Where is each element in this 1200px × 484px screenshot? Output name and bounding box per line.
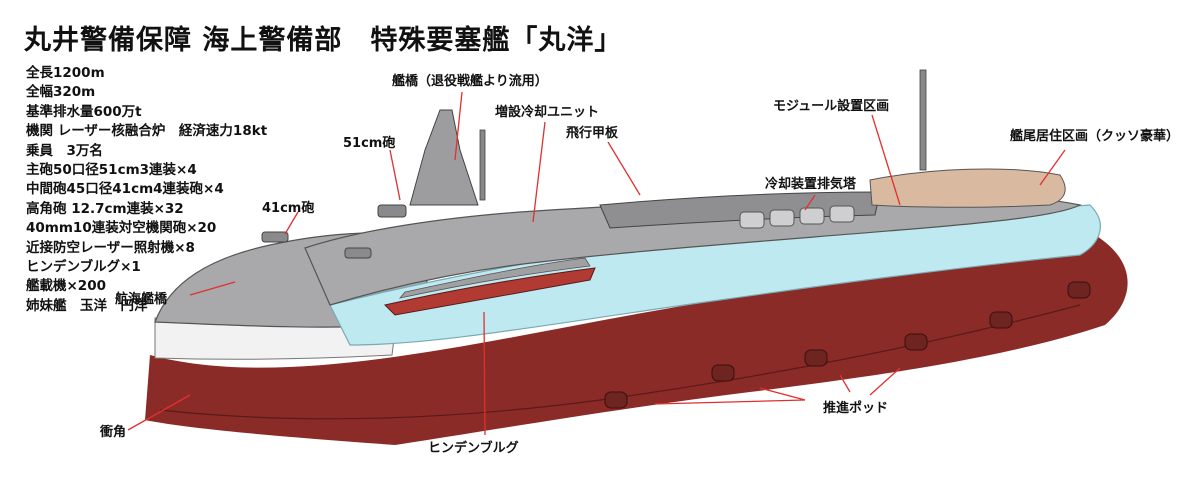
spec-displacement: 基準排水量600万t — [26, 103, 142, 120]
label-flight-deck: 飛行甲板 — [565, 125, 619, 141]
spec-beam: 全幅320m — [26, 84, 96, 101]
label-module-area: モジュール設置区画 — [773, 98, 889, 114]
stern-quarters — [869, 168, 1066, 208]
label-exhaust-tower: 冷却装置排気塔 — [765, 176, 857, 192]
hindenburg-deck — [398, 257, 591, 299]
flight-deck-surface — [599, 191, 881, 229]
label-ram: 衝角 — [99, 424, 126, 440]
label-hindenburg: ヒンデンブルグ — [428, 440, 519, 456]
exhaust-domes — [739, 205, 855, 229]
spec-length: 全長1200m — [26, 65, 105, 81]
main-deck — [304, 193, 1082, 306]
spec-laser: 近接防空レーザー照射機×8 — [26, 239, 195, 256]
spec-hindenburg: ヒンデンブルグ×1 — [26, 259, 141, 276]
spec-main-gun: 主砲50口径51cm3連装×4 — [26, 162, 197, 179]
label-stern-quarters: 艦尾居住区画（クッソ豪華） — [1010, 128, 1179, 144]
label-cooling-unit: 増設冷却ユニット — [495, 104, 599, 120]
bridge-mast — [479, 129, 486, 201]
label-gun-41: 41cm砲 — [262, 200, 314, 216]
spec-sister-ships: 姉妹艦 玉洋 円洋 — [26, 297, 148, 314]
spec-aircraft: 艦載機×200 — [26, 278, 106, 295]
page-title: 丸井警備保障 海上警備部 特殊要塞艦「丸洋」 — [24, 25, 623, 56]
spec-list: 全長1200m 全幅320m 基準排水量600万t 機関 レーザー核融合炉 経済… — [26, 64, 267, 316]
spec-crew: 乗員 3万名 — [26, 142, 103, 159]
hindenburg-ship — [384, 267, 596, 316]
spec-autocannon: 40mm10連装対空機関砲×20 — [26, 220, 217, 237]
hull-keel-line — [159, 304, 1081, 420]
stern-mast — [919, 69, 927, 171]
spec-aa-gun: 高角砲 12.7cm連装×32 — [26, 200, 184, 217]
label-bridge: 艦橋（退役戦艦より流用） — [392, 73, 548, 89]
propulsion-pods — [604, 281, 1091, 409]
leader-lines — [127, 91, 1066, 436]
bridge-tower — [409, 109, 479, 206]
hull-lower — [145, 232, 1128, 445]
label-nav-bridge: 航海艦橋 — [115, 291, 168, 307]
spec-secondary-gun: 中間砲45口径41cm4連装砲×4 — [26, 181, 224, 198]
label-gun-51: 51cm砲 — [343, 135, 395, 151]
label-propulsion-pod: 推進ポッド — [823, 400, 888, 416]
gun-turrets — [261, 204, 407, 259]
spec-engine: 機関 レーザー核融合炉 経済速力18kt — [26, 123, 268, 140]
